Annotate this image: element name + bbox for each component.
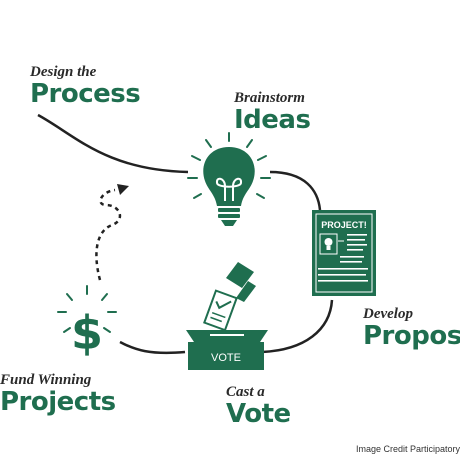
connector-ideas-to-proposal — [269, 170, 322, 211]
step-fund-small: Fund Winning — [0, 372, 92, 388]
lightbulb-icon — [187, 132, 271, 226]
image-credit: Image Credit Participatory — [356, 444, 460, 454]
connector-vote-to-projects — [119, 340, 186, 355]
step-develop-big: Proposa — [363, 321, 460, 351]
step-design-small: Design the — [30, 64, 97, 80]
ballot-box-icon: VOTE — [186, 262, 268, 370]
arrowhead-dashed-icon — [117, 184, 129, 195]
step-cast-big: Vote — [226, 399, 291, 429]
connector-proposal-to-vote — [261, 299, 334, 354]
proposal-document-icon: PROJECT! — [312, 210, 376, 296]
proposal-heading: PROJECT! — [321, 220, 367, 230]
step-develop-proposal: Develop Proposa — [363, 306, 460, 349]
connector-projects-to-process-dashed — [95, 188, 122, 281]
step-brainstorm-ideas: Brainstorm Ideas — [234, 90, 311, 135]
step-develop-small: Develop — [363, 306, 413, 322]
step-design-process: Design the Process — [30, 64, 141, 109]
step-cast-vote: Cast a Vote — [226, 384, 291, 427]
dollar-sign-icon: $ — [57, 285, 117, 360]
step-design-big: Process — [30, 79, 141, 109]
step-cast-small: Cast a — [226, 384, 265, 400]
step-fund-big: Projects — [0, 387, 116, 417]
step-brainstorm-small: Brainstorm — [234, 90, 305, 106]
ballot-box-label: VOTE — [211, 352, 241, 364]
connector-process-to-ideas — [37, 113, 189, 174]
step-fund-projects: Fund Winning Projects — [0, 372, 116, 415]
step-brainstorm-big: Ideas — [234, 105, 311, 135]
dollar-symbol: $ — [71, 306, 103, 360]
